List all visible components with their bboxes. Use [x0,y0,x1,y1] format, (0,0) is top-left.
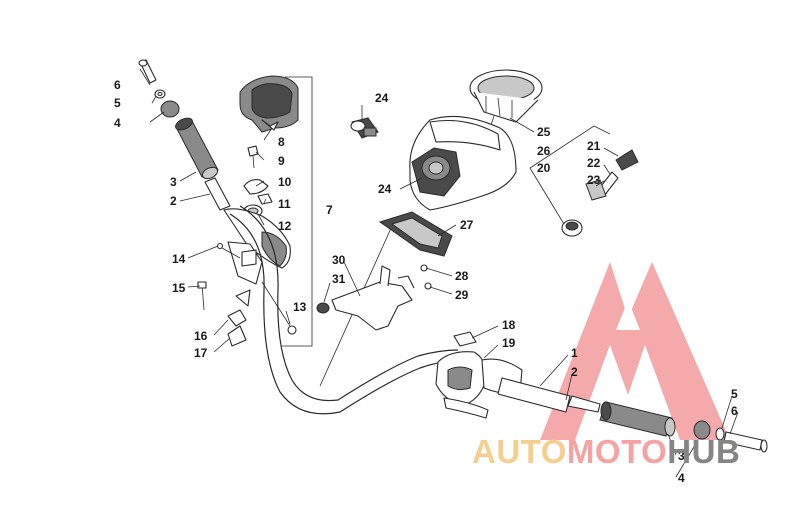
lever-16-17 [227,289,251,347]
callout-15: 15 [172,281,186,295]
callout-17: 17 [194,346,208,360]
bolt-15 [197,281,207,311]
watermark-text-moto: MOTO [567,433,667,470]
throttle-housing [223,208,291,285]
callout-31: 31 [332,272,346,286]
callout-19: 19 [502,336,516,350]
callout-24a: 24 [375,91,389,105]
callout-5b: 5 [731,387,738,401]
grip-3-right [599,401,676,437]
mount-27 [378,211,453,257]
callout-labels: 6 5 4 3 2 8 9 10 11 12 7 14 15 13 16 17 … [114,78,738,485]
callout-6a: 6 [114,78,121,92]
callout-22: 22 [587,156,601,170]
screw-9 [247,145,259,169]
callout-9: 9 [278,154,285,168]
watermark-text-hub: HUB [667,433,740,470]
callout-13: 13 [293,300,307,314]
callout-1: 1 [571,346,578,360]
callout-23: 23 [587,173,601,187]
callout-27: 27 [460,218,474,232]
callout-8: 8 [278,135,285,149]
grip-3-left [175,117,219,180]
callout-2a: 2 [170,194,177,208]
washer-5-right [715,427,725,441]
switch-24-top [350,117,379,139]
watermark-triangle-outer [540,262,730,440]
key-21 [615,149,639,171]
callout-25: 25 [537,125,551,139]
callout-11: 11 [278,197,291,211]
gauge-25 [469,69,543,141]
bolt-13 [261,281,297,335]
part-11 [257,193,273,205]
end-weight-4-right [693,420,711,440]
watermark-triangle-inner [616,300,640,330]
callout-30: 30 [332,253,346,267]
grommet-31 [316,302,330,314]
part-29 [424,282,432,290]
callout-21: 21 [587,139,601,153]
callout-7: 7 [326,203,333,217]
callout-10: 10 [278,175,292,189]
callout-3b: 3 [678,449,685,463]
callout-3a: 3 [170,175,177,189]
switch-23 [585,179,607,201]
callout-16: 16 [194,329,208,343]
screw-14 [216,242,241,259]
callout-12: 12 [278,219,292,233]
callout-6b: 6 [731,404,738,418]
bracket-30 [331,265,415,331]
callout-4b: 4 [678,471,685,485]
watermark-text: AUTOMOTOHUB [472,433,740,470]
callout-5a: 5 [114,96,121,110]
bolt-6-right [723,431,768,453]
switch-24-bottom [561,219,583,237]
clamp-10 [243,179,269,195]
group-bracket-20 [529,125,611,169]
callout-29: 29 [455,288,469,302]
group-bracket-7 [282,76,313,347]
callout-4a: 4 [114,116,121,130]
throttle-tube-right [497,377,571,413]
callout-2b: 2 [571,365,578,379]
cover-26 [409,115,517,211]
watermark-text-auto: AUTO [472,433,567,470]
bolt-6-left [138,59,157,84]
callout-20: 20 [537,161,551,175]
watermark-logo [540,262,730,440]
switch-block-18 [453,331,477,347]
end-weight-4-left [160,100,180,118]
throttle-tube-2-left [204,177,231,211]
callout-26: 26 [537,144,551,158]
switch-housing-8 [239,75,299,133]
callout-14: 14 [172,252,186,266]
callout-18: 18 [502,318,516,332]
leader-lines [139,68,739,478]
callout-24b: 24 [378,182,392,196]
callout-28: 28 [455,269,469,283]
